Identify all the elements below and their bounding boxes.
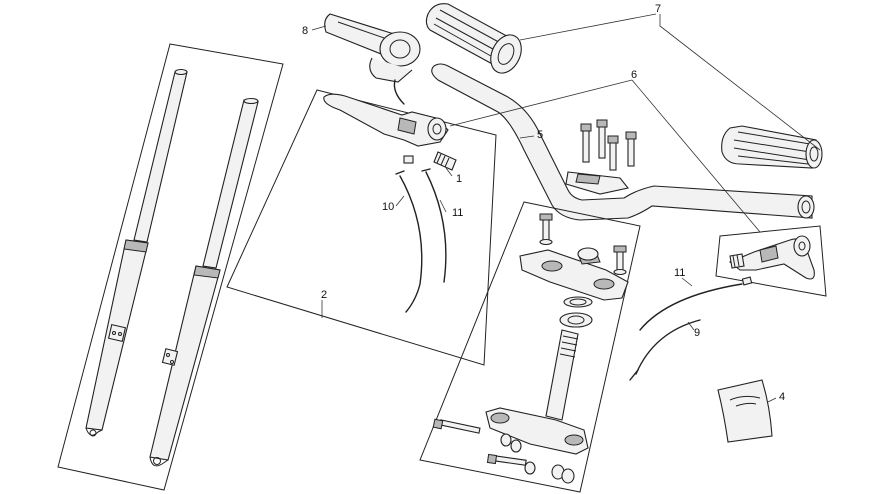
- fork-leg-right: [149, 97, 259, 467]
- callout-1: 1: [456, 173, 462, 185]
- cable-10: [399, 175, 423, 313]
- cable-11: [425, 171, 447, 283]
- callout-2: 2: [321, 289, 327, 301]
- handlebar-clamp: [565, 119, 637, 195]
- callout-10: 10: [382, 201, 394, 213]
- callout-11-top: 11: [452, 207, 463, 219]
- steering-stem-panel: [419, 201, 641, 493]
- callout-5: 5: [537, 129, 543, 141]
- throttle-grip: [324, 13, 421, 105]
- grip-right: [721, 125, 823, 169]
- handlebar: [431, 63, 815, 221]
- callout-8: 8: [302, 25, 308, 37]
- leader-lines: [311, 13, 821, 403]
- cable-9: [635, 319, 701, 375]
- callout-4: 4: [779, 391, 785, 403]
- callout-labels: 8 7 6 5 1 10 11 2 11 9 4: [302, 3, 785, 403]
- throttle-lever-panel: [226, 13, 497, 366]
- callout-7: 7: [655, 3, 661, 15]
- clutch-lever-panel: [629, 225, 827, 381]
- grip-left: [425, 3, 522, 74]
- callout-11-right: 11: [674, 267, 685, 279]
- callout-6: 6: [631, 69, 637, 81]
- fork-leg-left: [85, 68, 188, 437]
- decal: [717, 379, 773, 443]
- callout-9: 9: [694, 327, 700, 339]
- cable-11-lower: [639, 283, 743, 331]
- fork-legs-panel: [57, 43, 284, 491]
